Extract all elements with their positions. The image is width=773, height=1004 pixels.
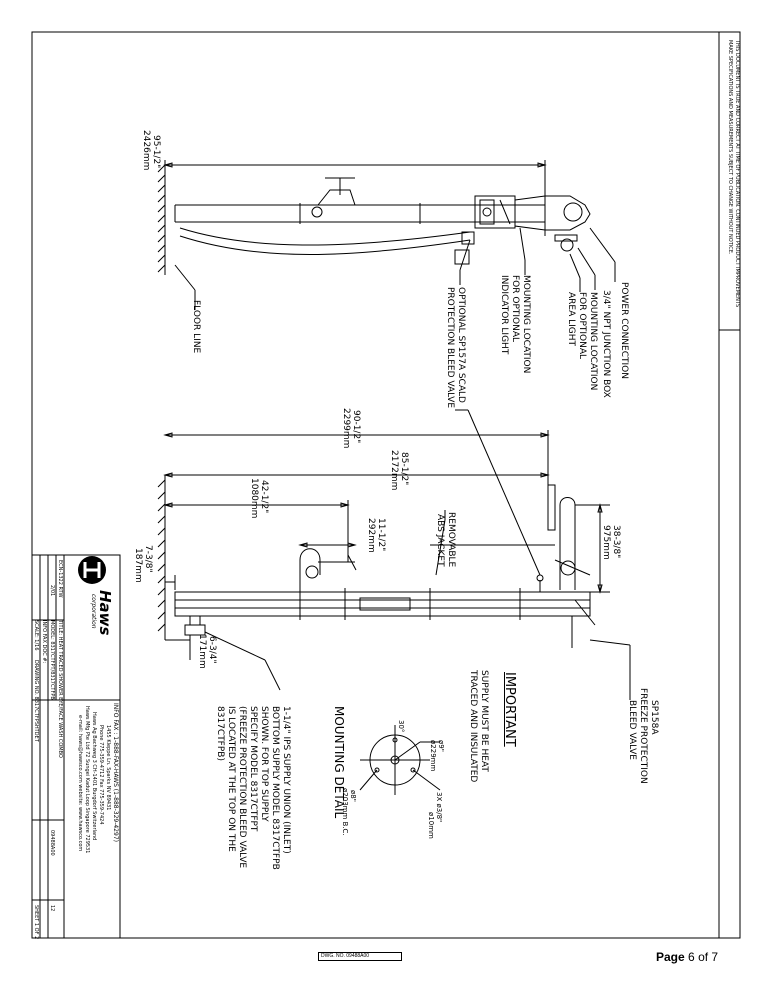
leaders-side-view: [204, 409, 631, 700]
dim-offset-label: 11-1/2": [376, 518, 386, 552]
brand-sub: corporation: [90, 594, 97, 629]
phone: Phone 775-359-4712 Fax 775-359-7424: [98, 725, 104, 825]
page-current: 6: [688, 950, 695, 964]
indicator-light-label-2: FOR OPTIONAL: [510, 275, 520, 343]
dimensions-side-view: [163, 430, 610, 660]
mounting-angle: 30°: [397, 720, 405, 733]
dim-total-label: 90-1/2": [351, 410, 361, 444]
drawing-no-text: DRAWING NO. 8317CTFPSHTDET: [33, 660, 39, 742]
indicator-light-label-3: INDICATOR LIGHT: [499, 275, 509, 355]
area-light-label-3: AREA LIGHT: [566, 292, 576, 347]
floor-line-label: FLOOR LINE: [191, 300, 201, 354]
mounting-detail-drawing: [359, 725, 441, 795]
area-light-label-1: MOUNTING LOCATION: [588, 292, 598, 391]
area-light-label-2: FOR OPTIONAL: [577, 292, 587, 360]
freeze-valve-label-1: SP158A: [649, 700, 659, 735]
page-number: Page 6 of 7: [656, 950, 718, 964]
dim-offset-mm-label: 292mm: [366, 518, 376, 553]
notice-line-2: MAKE SPECIFICATIONS AND MEASUREMENTS SUB…: [727, 40, 733, 255]
leaders-top-view: [174, 227, 616, 310]
inlet-note-4: SPECIFY MODEL 8317CTFPT: [248, 706, 258, 832]
page-total: of 7: [698, 950, 719, 964]
sheet-count: SHEET 1 OF 2: [33, 905, 39, 940]
address: 1455 Kleppe Ln. Sparks NV 89431: [105, 725, 111, 811]
web-contact: e-mail: haws@hawsco.com website: www.haw…: [77, 715, 83, 852]
scale-text: SCALE: 1/16: [33, 620, 39, 651]
date-text: 2/01: [49, 585, 55, 597]
shower-pipe-top-view: [174, 177, 591, 265]
inlet-note-5: (FREEZE PROTECTION BLEED VALVE: [237, 706, 247, 869]
ecn-text: ECN-1322 RTW: [57, 560, 63, 598]
brand-name: Haws: [96, 590, 114, 636]
rev: 12: [49, 905, 55, 912]
dim-eyewash-label: 42-1/2": [259, 480, 269, 514]
junction-box-label: 3/4" NPT JUNCTION BOX: [601, 290, 611, 398]
dim-base-label: 7-3/8": [143, 545, 153, 573]
dim-reach-mm-label: 975mm: [601, 525, 611, 560]
notice-line-1: THIS DOCUMENT IS TRUE AND CORRECT AT TIM…: [734, 40, 740, 308]
dim-eyewash-mm-label: 1080mm: [249, 478, 259, 519]
abs-jacket-label-2: ABS JACKET: [435, 514, 445, 567]
mounting-holes-mm: ø10mm: [427, 812, 435, 839]
page-label: Page: [656, 950, 685, 964]
title-text: TITLE: HEAT TRACED SHOWER EYE/FACE WASH …: [57, 620, 63, 758]
dim-shower-label: 85-1/2": [399, 452, 409, 486]
mounting-holes: 3X ø3/8": [435, 792, 443, 823]
indicator-light-label-1: MOUNTING LOCATION: [521, 275, 531, 374]
shower-pipe-side-view: [174, 484, 596, 648]
title-block-frame: [31, 554, 121, 939]
mounting-dia-outer: ø9": [437, 740, 445, 752]
important-line-2: TRACED AND INSULATED: [468, 670, 478, 783]
drawing-border: [31, 31, 741, 939]
haws-logo: [78, 556, 106, 584]
dim-inlet-mm-label: 171mm: [197, 634, 207, 669]
important-title: IMPORTANT: [502, 672, 517, 747]
inlet-note-7: 8317CTFPB): [215, 706, 225, 761]
europe-address: Haws Ag Bachweg 3 CH-1401 Burgdorf Switz…: [91, 712, 97, 841]
power-connection-label: POWER CONNECTION: [619, 282, 629, 379]
scald-valve-label-1: OPTIONAL SP157A SCALD: [456, 287, 466, 403]
inlet-note-6: IS LOCATED AT THE TOP ON THE: [226, 706, 236, 852]
freeze-valve-label-3: BLEED VALVE: [627, 700, 637, 760]
dim-height-label: 95-1/2": [151, 135, 161, 169]
info-fax: INFO FAX : 1-888-FAX-HAWS (1-888-329-429…: [112, 703, 119, 842]
dimension-95-5: [163, 160, 547, 195]
inlet-note-2: BOTTOM SUPPLY MODEL 8317CTFPB: [270, 706, 280, 870]
dim-shower-mm-label: 2172mm: [389, 450, 399, 491]
asia-address: Haws Mfg Pte Ltd 72 Sungei Kadut Loop Si…: [84, 706, 90, 854]
dim-total-mm-label: 2299mm: [341, 408, 351, 449]
freeze-valve-label-2: FREEZE PROTECTION: [638, 688, 648, 784]
floor-top-view: [157, 160, 166, 275]
dim-inlet-label: 6-3/4": [207, 636, 217, 664]
inlet-note-1: 1-1/4" IPS SUPPLY UNION (INLET): [281, 706, 291, 854]
floor-side-view: [157, 475, 166, 640]
dim-reach-label: 38-3/8": [611, 525, 621, 559]
important-line-1: SUPPLY MUST BE HEAT: [479, 670, 489, 772]
mounting-bolt-circle: ø8": [349, 790, 357, 802]
info-fax-doc: INFO FAX DOC #:: [41, 620, 47, 664]
mounting-dia-outer-mm: ø229mm: [429, 740, 437, 772]
dim-base-mm-label: 187mm: [133, 548, 143, 583]
scald-valve-label-2: PROTECTION BLEED VALVE: [445, 287, 455, 409]
dim-height-mm-label: 2426mm: [141, 130, 151, 171]
inlet-note-3: SHOWN. FOR TOP SUPPLY: [259, 706, 269, 822]
abs-jacket-label-1: REMOVABLE: [446, 512, 456, 568]
model-text: MODEL: 8317CTFPT/8317CTFPB: [49, 620, 55, 700]
mounting-bolt-circle-mm: ø203mm B.C.: [341, 788, 349, 836]
footer-drawing-no: DWG. NO. 09488A00: [318, 952, 402, 961]
part-no: 09488A00: [49, 830, 55, 856]
